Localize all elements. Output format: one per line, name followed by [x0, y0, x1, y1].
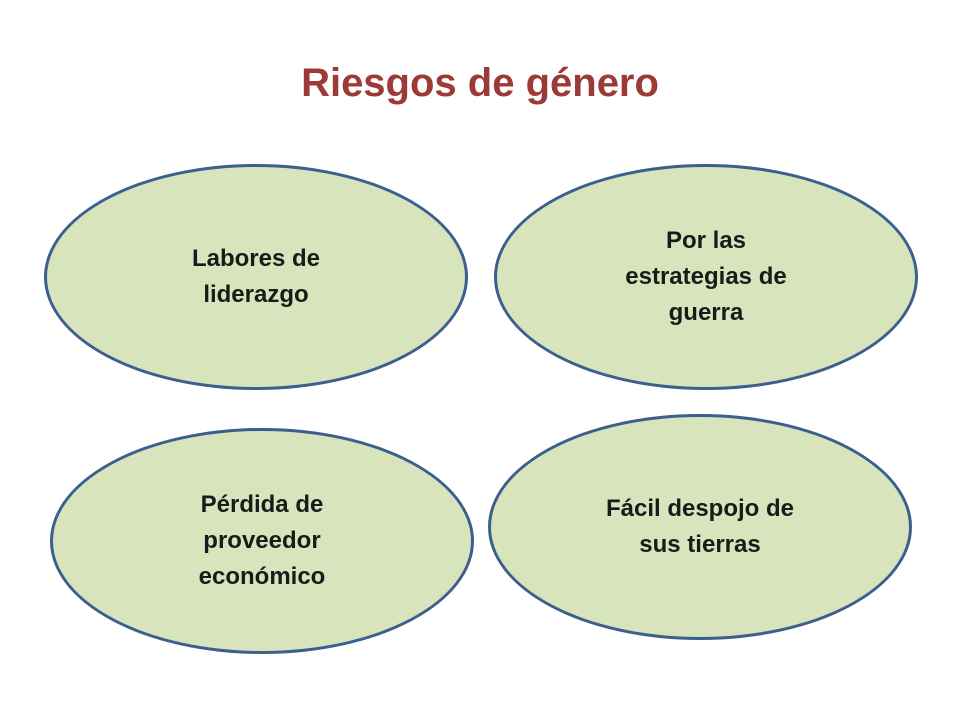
risk-label: Por las estrategias de guerra [625, 227, 787, 326]
risk-label: Fácil despojo de sus tierras [605, 495, 795, 558]
risk-label: Pérdida de proveedor económico [198, 491, 326, 590]
risk-ellipse-war-strategies: Por las estrategias de guerra [494, 164, 918, 390]
risk-ellipse-land-dispossession: Fácil despojo de sus tierras [488, 414, 912, 640]
risk-ellipse-leadership: Labores de liderazgo [44, 164, 468, 390]
risk-ellipse-provider-loss: Pérdida de proveedor económico [50, 428, 474, 654]
page-title: Riesgos de género [301, 61, 659, 105]
risk-label: Labores de liderazgo [191, 245, 321, 308]
